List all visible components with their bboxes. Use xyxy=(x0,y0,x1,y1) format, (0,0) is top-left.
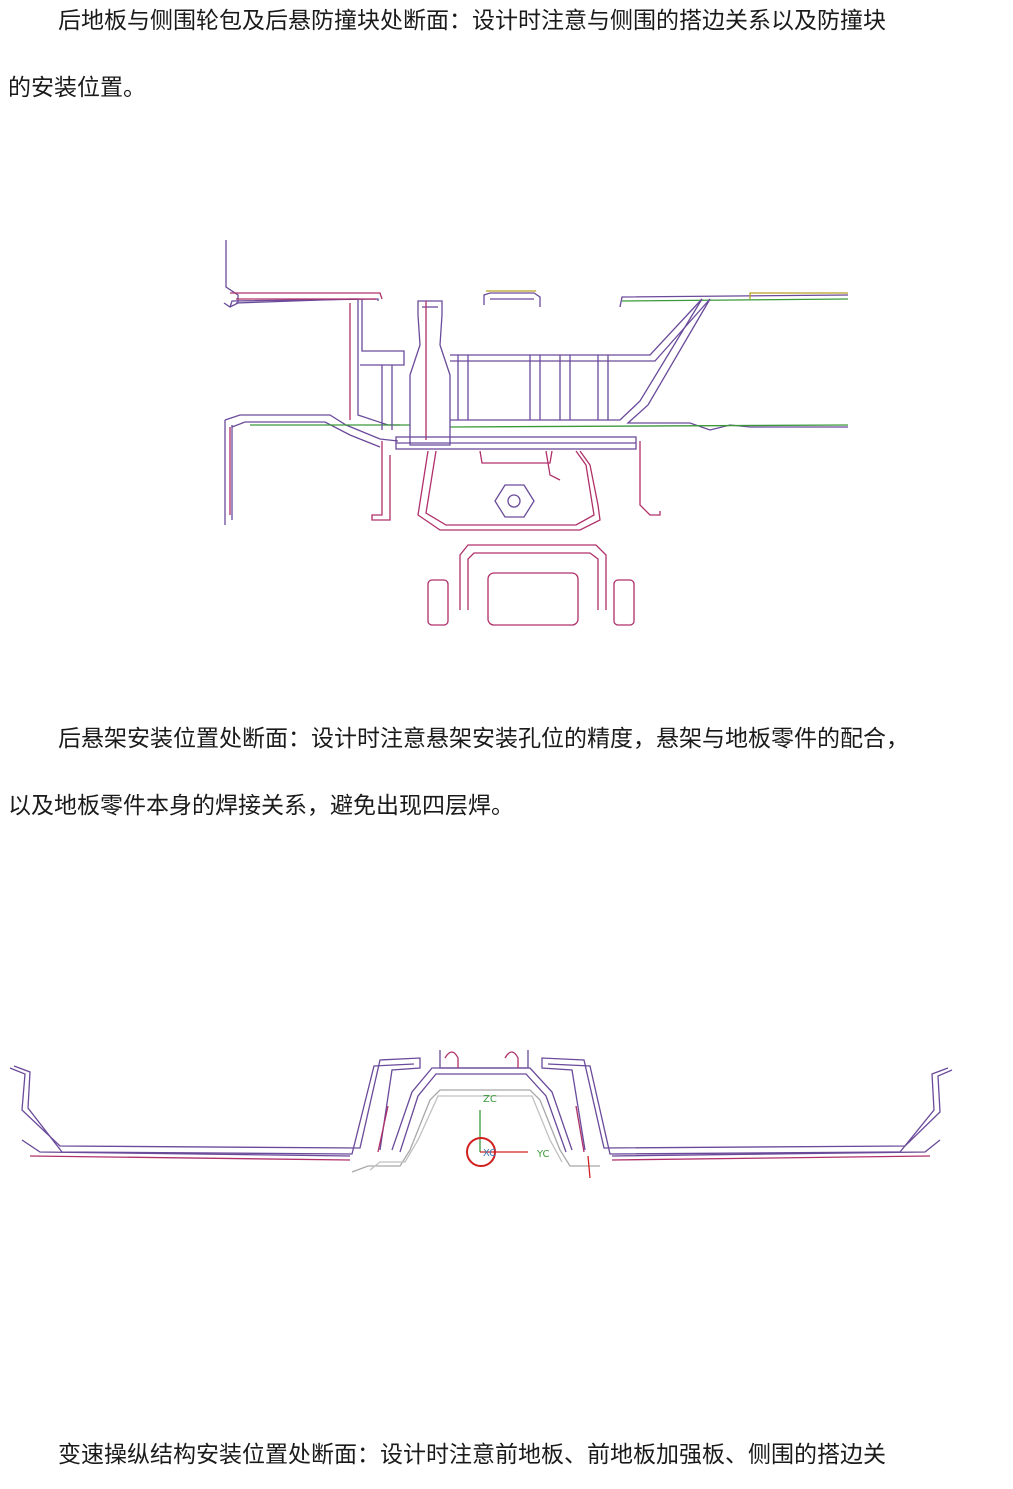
paragraph-line: 变速操纵结构安装位置处断面：设计时注意前地板、前地板加强板、侧围的搭边关 xyxy=(58,1442,886,1468)
rear-floor-section-drawing xyxy=(150,215,860,655)
yc-axis-label: YC xyxy=(536,1149,550,1160)
xc-axis-label: XC xyxy=(483,1148,496,1159)
paragraph-line: 的安装位置。 xyxy=(8,75,146,101)
paragraph-line: 以及地板零件本身的焊接关系，避免出现四层焊。 xyxy=(8,793,514,819)
paragraph-line: 后悬架安装位置处断面：设计时注意悬架安装孔位的精度，悬架与地板零件的配合， xyxy=(58,726,909,752)
shift-mechanism-section-drawing: ZC YC XC xyxy=(0,1040,1013,1190)
paragraph-shift-mechanism: 变速操纵结构安装位置处断面：设计时注意前地板、前地板加强板、侧围的搭边关 xyxy=(8,1422,1008,1489)
paragraph-line: 后地板与侧围轮包及后悬防撞块处断面：设计时注意与侧围的搭边关系以及防撞块 xyxy=(58,8,886,34)
zc-axis-label: ZC xyxy=(483,1094,497,1105)
paragraph-rear-suspension: 后悬架安装位置处断面：设计时注意悬架安装孔位的精度，悬架与地板零件的配合， 以及… xyxy=(8,706,1008,840)
paragraph-rear-floor-wheelhouse: 后地板与侧围轮包及后悬防撞块处断面：设计时注意与侧围的搭边关系以及防撞块 的安装… xyxy=(8,0,1008,122)
